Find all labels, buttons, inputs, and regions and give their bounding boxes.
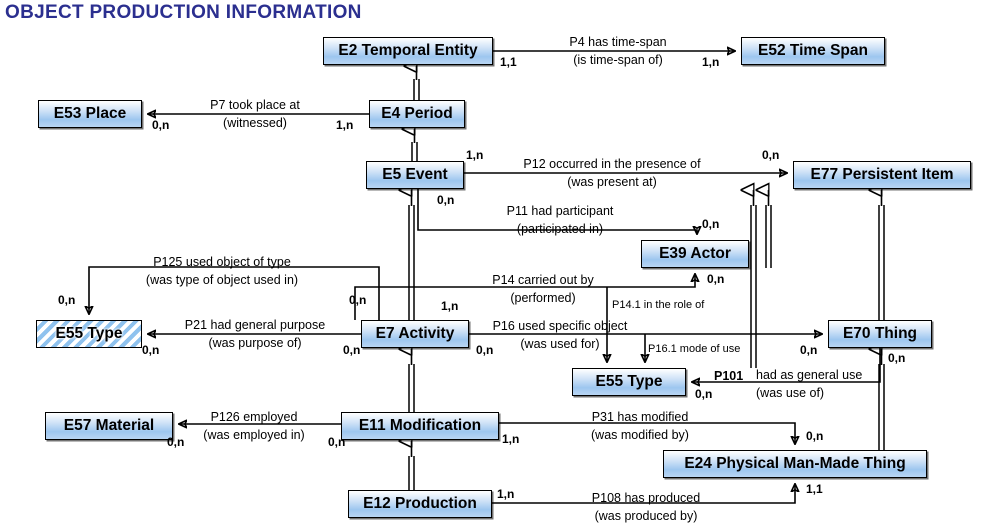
relation-label-p4-inverse: (is time-span of)	[573, 53, 663, 67]
entity-e77[interactable]: E77 Persistent Item	[793, 161, 971, 189]
relation-label-p31-name: P31 has modified	[591, 410, 689, 424]
entity-label: E57 Material	[63, 417, 155, 434]
isa-e5-e4	[412, 129, 418, 161]
page-title: OBJECT PRODUCTION INFORMATION	[5, 2, 362, 23]
cardinality-p11-to: 0,n	[702, 217, 720, 231]
relation-label-p11-name: P11 had participant	[506, 204, 614, 218]
entity-label: E52 Time Span	[758, 42, 868, 59]
entity-e12[interactable]: E12 Production	[348, 490, 492, 518]
relation-label-p12-name: P12 occurred in the presence of	[523, 157, 701, 171]
cardinality-p14-to: 0,n	[707, 272, 725, 286]
entity-label: E4 Period	[381, 105, 453, 122]
entity-e57[interactable]: E57 Material	[45, 412, 173, 440]
isa-e70-e77	[879, 190, 885, 320]
isa-e11-e7	[409, 349, 415, 412]
isa-e12-e11	[409, 441, 415, 490]
property-of-property-p16-1: P16.1 mode of use	[648, 343, 741, 355]
wire-p125	[89, 266, 380, 320]
cardinality-p14-from: 1,n	[441, 299, 459, 313]
entity-e11[interactable]: E11 Modification	[341, 412, 499, 440]
cardinality-p12-from: 1,n	[466, 148, 484, 162]
relation-label-p108-name: P108 has produced	[591, 491, 701, 505]
relation-id-p101: P101	[714, 369, 744, 383]
cardinality-p125-from: 0,n	[349, 293, 367, 307]
cardinality-p21-from: 0,n	[343, 343, 361, 357]
relation-label-p16-name: P16 used specific object	[492, 319, 628, 333]
wire-p11	[417, 189, 697, 234]
entity-e5[interactable]: E5 Event	[366, 161, 464, 189]
entity-e7[interactable]: E7 Activity	[361, 320, 469, 348]
isa-e7-e5	[409, 190, 415, 320]
entity-e2[interactable]: E2 Temporal Entity	[323, 37, 493, 65]
isa-e4-e2	[414, 66, 420, 100]
cardinality-p21-to: 0,n	[142, 343, 160, 357]
entity-label: E39 Actor	[659, 245, 731, 262]
relation-label-p12-inverse: (was present at)	[567, 175, 657, 189]
relation-label-p125-name: P125 used object of type	[153, 255, 291, 269]
cardinality-p11-from: 0,n	[437, 193, 455, 207]
entity-label: E55 Type	[55, 325, 123, 342]
wire-p101	[692, 348, 881, 382]
relation-label-p11-inverse: (participated in)	[516, 222, 604, 236]
relation-label-p101-inverse: (was use of)	[756, 386, 825, 400]
relation-label-p101-name: had as general use	[756, 368, 863, 382]
cardinality-p108-to: 1,1	[806, 482, 823, 496]
relation-label-p126-inverse: (was employed in)	[203, 428, 305, 442]
entity-e55-type-left[interactable]: E55 Type	[36, 320, 142, 348]
cardinality-p101-from: 0,n	[888, 351, 906, 365]
cardinality-p126-from: 0,n	[328, 435, 346, 449]
isa-e39-e77	[766, 190, 772, 268]
entity-label: E2 Temporal Entity	[338, 42, 478, 59]
cardinality-p126-to: 0,n	[167, 435, 185, 449]
entity-e52[interactable]: E52 Time Span	[741, 37, 885, 65]
relation-label-p108-inverse: (was produced by)	[594, 509, 698, 523]
relation-label-p7-name: P7 took place at	[210, 98, 300, 112]
entity-label: E70 Thing	[842, 325, 918, 342]
cardinality-p7-from: 1,n	[336, 118, 354, 132]
entity-label: E5 Event	[382, 166, 448, 183]
entity-label: E7 Activity	[375, 325, 455, 342]
entity-label: E53 Place	[53, 105, 127, 122]
entity-e70[interactable]: E70 Thing	[828, 320, 932, 348]
entity-label: E55 Type	[595, 373, 663, 390]
cardinality-p4-from: 1,1	[500, 55, 517, 69]
cardinality-p101-to: 0,n	[695, 387, 713, 401]
entity-e39[interactable]: E39 Actor	[641, 240, 749, 268]
isa-e55c-e77	[751, 190, 757, 368]
wire-p31	[499, 422, 795, 444]
relation-label-p7-inverse: (witnessed)	[223, 116, 287, 130]
cardinality-p16-to: 0,n	[800, 343, 818, 357]
cardinality-p125-to: 0,n	[58, 293, 76, 307]
relation-label-p21-inverse: (was purpose of)	[208, 336, 302, 350]
cardinality-p7-to: 0,n	[152, 118, 170, 132]
relation-label-p125-inverse: (was type of object used in)	[145, 273, 299, 287]
property-of-property-p14-1: P14.1 in the role of	[612, 299, 705, 311]
relation-label-p21-name: P21 had general purpose	[184, 318, 326, 332]
cardinality-p108-from: 1,n	[497, 487, 515, 501]
cardinality-p4-to: 1,n	[702, 55, 720, 69]
entity-label: E11 Modification	[358, 417, 482, 434]
cardinality-p16-from: 0,n	[476, 343, 494, 357]
entity-e24[interactable]: E24 Physical Man-Made Thing	[663, 450, 927, 478]
entity-label: E12 Production	[363, 495, 477, 512]
entity-e53[interactable]: E53 Place	[38, 100, 142, 128]
relation-label-p4-name: P4 has time-span	[569, 35, 667, 49]
wire-p108	[492, 484, 795, 504]
wire-p14	[354, 274, 695, 320]
relation-label-p14-inverse: (performed)	[510, 291, 576, 305]
relation-label-p126-name: P126 employed	[210, 410, 298, 424]
relation-label-p14-name: P14 carried out by	[492, 273, 594, 287]
cardinality-p31-to: 0,n	[806, 429, 824, 443]
relation-label-p31-inverse: (was modified by)	[591, 428, 689, 442]
relation-label-p16-inverse: (was used for)	[520, 337, 600, 351]
entity-e55-type-center[interactable]: E55 Type	[572, 368, 686, 396]
cardinality-p31-from: 1,n	[502, 432, 520, 446]
cardinality-p12-to: 0,n	[762, 148, 780, 162]
entity-e4[interactable]: E4 Period	[369, 100, 465, 128]
entity-label: E77 Persistent Item	[810, 166, 954, 183]
isa-e24-e70	[879, 349, 885, 450]
entity-label: E24 Physical Man-Made Thing	[684, 455, 906, 472]
